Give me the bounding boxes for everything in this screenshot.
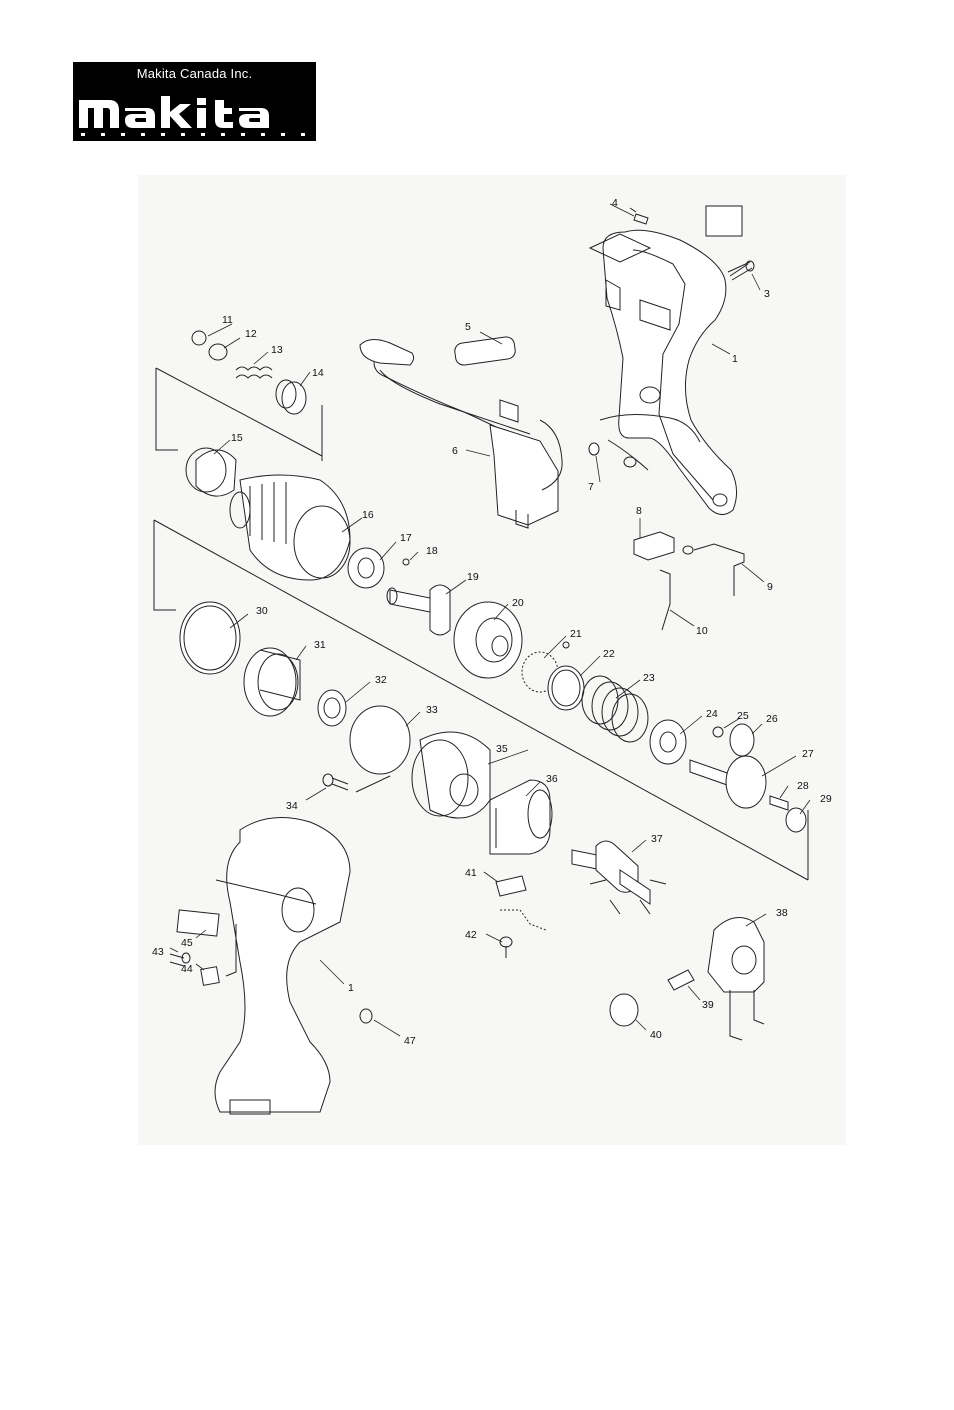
part-label: 38	[776, 907, 788, 919]
part-label: 23	[643, 672, 655, 684]
part-label: 37	[651, 833, 663, 845]
anvil-19	[386, 584, 451, 636]
part-label: 42	[465, 929, 477, 941]
washer-17	[347, 547, 385, 589]
spring-23	[581, 675, 649, 743]
part-label: 24	[706, 708, 718, 720]
part-label: 20	[512, 597, 524, 609]
front-small-parts	[185, 330, 307, 497]
part-label: 12	[245, 328, 257, 340]
hammer-20	[453, 601, 523, 679]
part-label: 29	[820, 793, 832, 805]
plate-41	[495, 875, 527, 897]
part-label: 25	[737, 710, 749, 722]
washer-24	[649, 719, 687, 765]
screw-43	[169, 952, 191, 967]
brush-39	[667, 969, 695, 991]
cap-40	[609, 993, 639, 1027]
armature-37	[571, 840, 667, 915]
diagram-svg: 3 4 5 6 7 8 9 10 11 12 13 14 15 16 17 18…	[152, 197, 832, 1115]
pin-7	[588, 442, 600, 456]
part-label: 7	[588, 481, 594, 493]
part-label: 40	[650, 1029, 662, 1041]
ball-25	[712, 726, 724, 738]
part-label: 45	[181, 937, 193, 949]
makita-wordmark	[79, 96, 305, 136]
part-label: 17	[400, 532, 412, 544]
part-label: 32	[375, 674, 387, 686]
washer-22	[547, 665, 585, 711]
part-label: 39	[702, 999, 714, 1011]
part-label: 19	[467, 571, 479, 583]
ball-18	[402, 558, 410, 566]
switch-assembly	[359, 336, 563, 529]
part-label: 15	[231, 432, 243, 444]
part-label: 14	[312, 367, 324, 379]
part-label: 41	[465, 867, 477, 879]
part-label: 22	[603, 648, 615, 660]
part-label: 1	[732, 353, 738, 365]
part-label: 43	[152, 946, 164, 958]
part-label: 34	[286, 800, 298, 812]
part-label: 47	[404, 1035, 416, 1047]
part-label: 27	[802, 748, 814, 760]
makita-logo: Makita Canada Inc.	[73, 62, 316, 141]
part-label: 1	[348, 982, 354, 994]
part-label: 4	[612, 197, 618, 209]
motor-housing-36	[489, 779, 553, 855]
end-bracket-38	[707, 917, 765, 1041]
part-label: 26	[766, 713, 778, 725]
bearing-32	[317, 689, 347, 727]
screw-4	[629, 207, 649, 225]
disc-33	[349, 705, 411, 775]
part-label: 9	[767, 581, 773, 593]
brush-holder-parts	[633, 531, 745, 631]
part-label: 31	[314, 639, 326, 651]
exploded-parts-diagram: 3 4 5 6 7 8 9 10 11 12 13 14 15 16 17 18…	[138, 175, 846, 1145]
screw-42	[499, 936, 513, 958]
part-label: 3	[764, 288, 770, 300]
nut-44	[200, 966, 220, 986]
gear-case-35	[411, 731, 491, 819]
part-label: 21	[570, 628, 582, 640]
label-45	[176, 909, 220, 937]
pin-47	[359, 1008, 373, 1024]
part-label: 5	[465, 321, 471, 333]
company-name: Makita Canada Inc.	[136, 66, 253, 81]
label-card	[705, 205, 743, 237]
part-label: 6	[452, 445, 458, 457]
part-label: 35	[496, 743, 508, 755]
ring-30	[179, 601, 241, 675]
screw-34	[322, 773, 349, 791]
part-label: 10	[696, 625, 708, 637]
part-label: 30	[256, 605, 268, 617]
screw-3	[727, 260, 755, 281]
housing-right-half	[588, 229, 737, 515]
part-label: 18	[426, 545, 438, 557]
part-label: 44	[181, 963, 193, 975]
part-label: 11	[222, 314, 233, 326]
part-label: 36	[546, 773, 558, 785]
part-label: 16	[362, 509, 374, 521]
part-label: 8	[636, 505, 642, 517]
part-label: 33	[426, 704, 438, 716]
gear-housing-31	[243, 647, 301, 717]
part-number-labels: 3 4 5 6 7 8 9 10 11 12 13 14 15 16 17 18…	[152, 197, 832, 1047]
part-label: 28	[797, 780, 809, 792]
pin-28	[769, 795, 789, 811]
gear-26	[729, 723, 755, 757]
spindle-27	[689, 755, 767, 809]
hammer-case-16	[229, 474, 351, 581]
washer-29	[785, 807, 807, 833]
housing-left-half	[214, 817, 373, 1115]
part-label: 13	[271, 344, 283, 356]
